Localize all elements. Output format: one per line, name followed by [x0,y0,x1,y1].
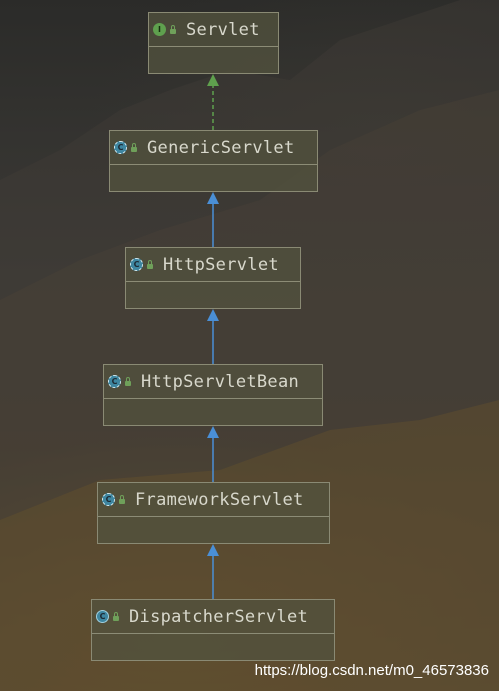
class-node-members [126,282,300,307]
class-node-frameworkservlet[interactable]: C FrameworkServlet [97,482,330,544]
class-node-dispatcherservlet[interactable]: C DispatcherServlet [91,599,335,661]
class-name: Servlet [186,19,260,40]
abstract-class-icon: C [114,141,127,154]
class-name: GenericServlet [147,137,295,158]
class-name: FrameworkServlet [135,489,304,510]
abstract-class-icon: C [102,493,115,506]
class-node-members [98,517,329,542]
class-node-httpservlet[interactable]: C HttpServlet [125,247,301,309]
class-node-header: C HttpServletBean [104,365,322,399]
public-visibility-icon [125,377,131,386]
class-name: DispatcherServlet [129,606,309,627]
class-node-members [104,399,322,424]
class-node-httpservletbean[interactable]: C HttpServletBean [103,364,323,426]
class-name: HttpServlet [163,254,279,275]
extends-arrowhead [207,426,219,438]
class-node-members [92,634,334,659]
class-node-servlet[interactable]: I Servlet [148,12,279,74]
interface-icon: I [153,23,166,36]
extends-arrowhead [207,309,219,321]
abstract-class-icon: C [130,258,143,271]
class-node-members [149,47,278,72]
public-visibility-icon [113,612,119,621]
public-visibility-icon [170,25,176,34]
class-node-members [110,165,317,190]
watermark: https://blog.csdn.net/m0_46573836 [254,662,489,679]
class-icon: C [96,610,109,623]
class-node-header: C GenericServlet [110,131,317,165]
class-node-header: C FrameworkServlet [98,483,329,517]
public-visibility-icon [147,260,153,269]
class-node-header: C DispatcherServlet [92,600,334,634]
class-name: HttpServletBean [141,371,300,392]
extends-arrowhead [207,544,219,556]
class-node-genericservlet[interactable]: C GenericServlet [109,130,318,192]
public-visibility-icon [119,495,125,504]
implements-arrowhead [207,74,219,86]
abstract-class-icon: C [108,375,121,388]
class-node-header: C HttpServlet [126,248,300,282]
class-node-header: I Servlet [149,13,278,47]
public-visibility-icon [131,143,137,152]
extends-arrowhead [207,192,219,204]
